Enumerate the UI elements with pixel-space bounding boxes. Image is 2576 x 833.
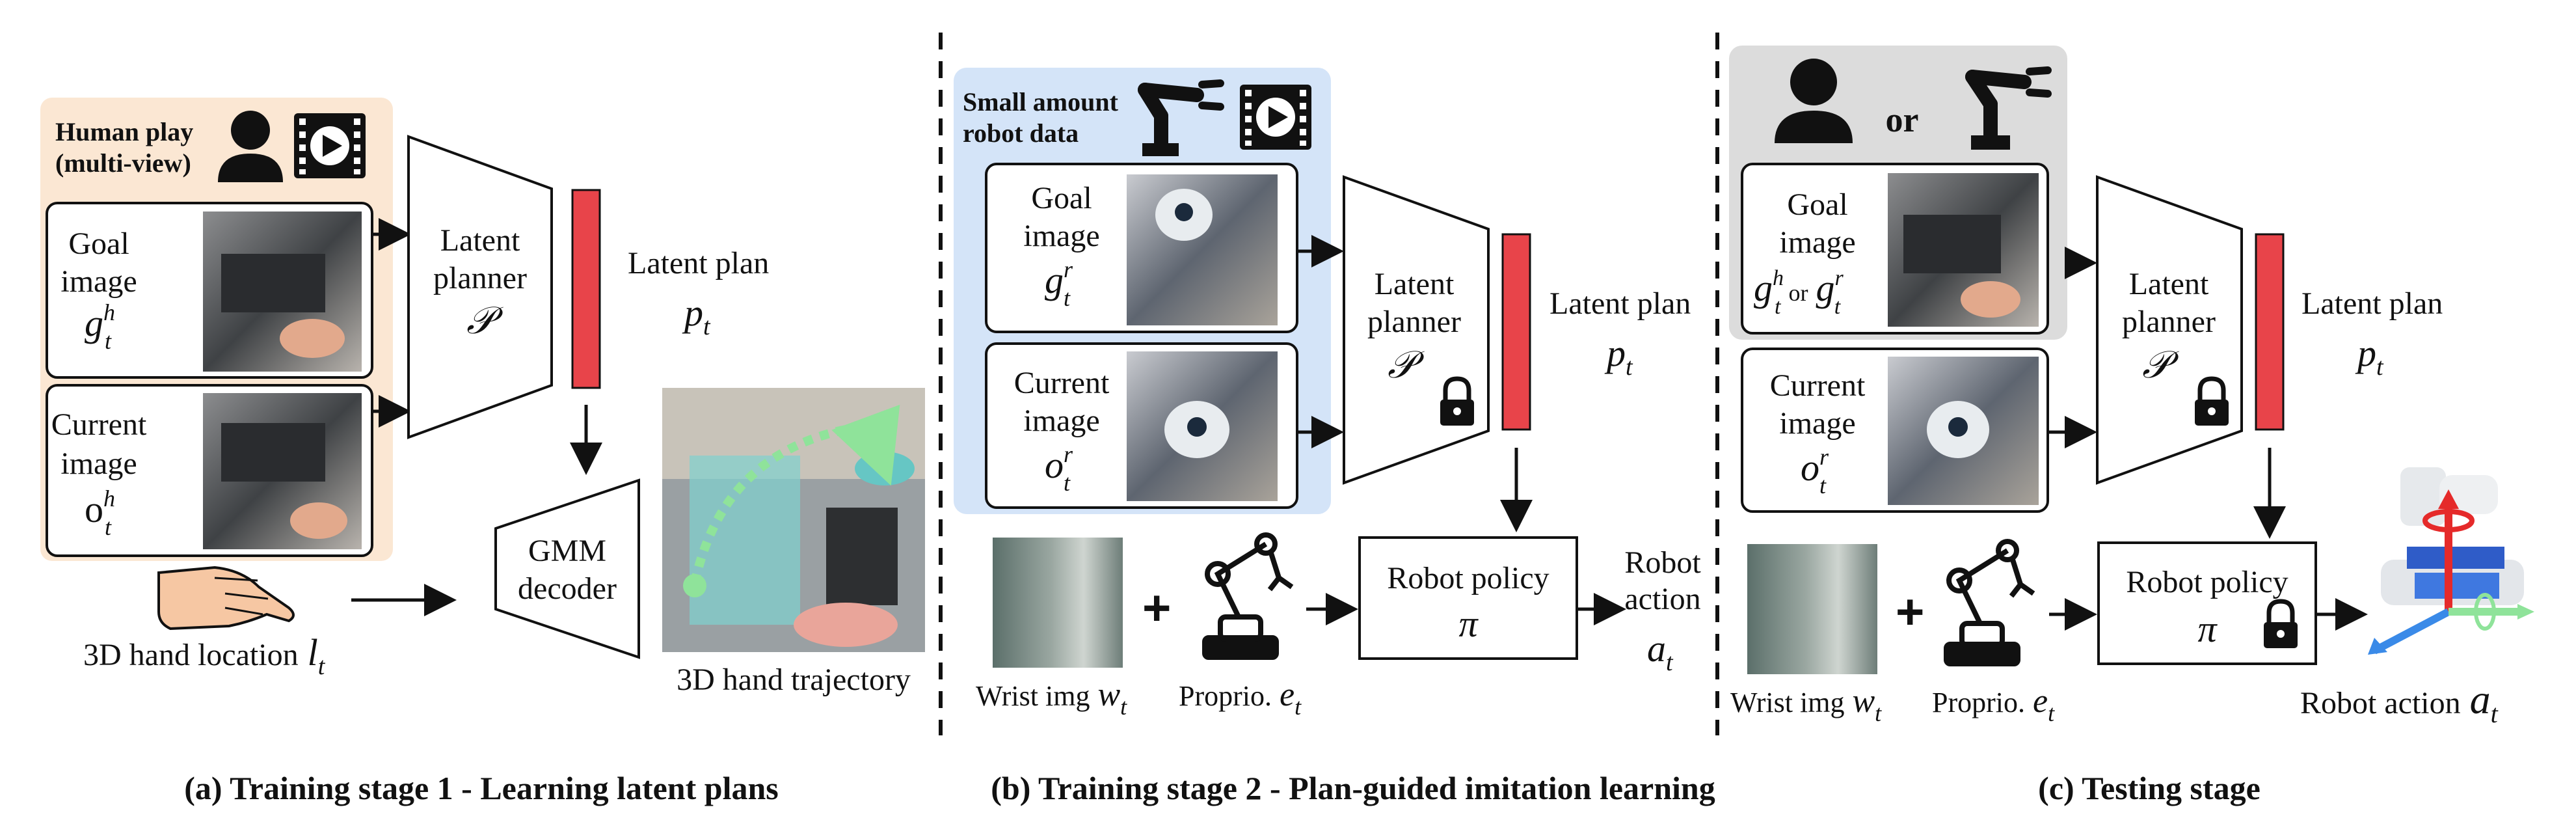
human-play-header-line1: Human play bbox=[55, 117, 193, 146]
human-play-header-line2: (multi-view) bbox=[55, 148, 191, 178]
lock-icon bbox=[1440, 376, 1474, 426]
plus-sign: + bbox=[1896, 584, 1924, 640]
gmm-decoder-shape bbox=[494, 478, 640, 659]
latent-plan-symbol: pt bbox=[682, 292, 711, 340]
wrist-image-thumb bbox=[993, 538, 1123, 668]
lock-icon bbox=[2195, 376, 2229, 426]
planner-label-line2: planner bbox=[2122, 305, 2216, 339]
hand-trajectory-image bbox=[662, 388, 925, 652]
policy-label: Robot policy bbox=[1387, 561, 1549, 595]
person-icon bbox=[218, 111, 283, 182]
latent-plan-symbol: pt bbox=[2355, 332, 2384, 381]
planner-label-line2: planner bbox=[433, 261, 527, 295]
current-label-line1: Current bbox=[51, 407, 147, 442]
latent-planner-shape bbox=[407, 135, 553, 439]
robot-arm-icon bbox=[1202, 532, 1294, 660]
video-icon bbox=[1240, 85, 1311, 150]
or-label: or bbox=[1886, 100, 1919, 139]
robot-arm-icon bbox=[1944, 539, 2035, 666]
goal-label-line1: Goal bbox=[68, 226, 129, 261]
video-icon bbox=[294, 113, 366, 178]
robot-data-header-line1: Small amount bbox=[963, 87, 1119, 116]
proprio-label: Proprio.et bbox=[1932, 683, 2055, 726]
action-symbol: at bbox=[1647, 627, 1674, 676]
action-label-line2: action bbox=[1624, 582, 1700, 616]
goal-label-line1: Goal bbox=[1787, 187, 1847, 222]
caption-c: (c) Testing stage bbox=[2038, 770, 2261, 806]
latent-plan-bar bbox=[2255, 233, 2285, 431]
planner-label-line1: Latent bbox=[440, 223, 520, 258]
lock-icon bbox=[2264, 599, 2298, 648]
decoder-label-line2: decoder bbox=[518, 571, 617, 606]
current-label-line1: Current bbox=[1014, 366, 1110, 400]
robot-arm-icon bbox=[1965, 66, 2052, 150]
goal-label-line2: image bbox=[60, 264, 137, 299]
robot-arm-icon bbox=[1138, 79, 1224, 156]
caption-b: (b) Training stage 2 - Plan-guided imita… bbox=[991, 770, 1715, 806]
latent-plan-bar bbox=[1501, 233, 1531, 431]
trajectory-label: 3D hand trajectory bbox=[677, 662, 911, 697]
wrist-image-thumb bbox=[1747, 544, 1877, 674]
decoder-label-line1: GMM bbox=[528, 534, 606, 568]
current-label-line1: Current bbox=[1770, 368, 1866, 403]
policy-label: Robot policy bbox=[2126, 565, 2288, 599]
robot-action-image bbox=[2368, 467, 2534, 655]
hand-icon bbox=[157, 566, 295, 631]
policy-symbol: π bbox=[2197, 608, 2218, 650]
person-icon bbox=[1775, 59, 1853, 143]
action-label-line1: Robot bbox=[1624, 545, 1701, 580]
goal-label-line1: Goal bbox=[1031, 181, 1092, 215]
planner-label-line1: Latent bbox=[1375, 267, 1455, 301]
goal-label-line2: image bbox=[1779, 225, 1855, 260]
caption-a: (a) Training stage 1 - Learning latent p… bbox=[184, 770, 778, 806]
latent-plan-bar bbox=[571, 189, 601, 389]
latent-plan-label: Latent plan bbox=[2301, 286, 2443, 321]
robot-data-header-line2: robot data bbox=[963, 118, 1079, 148]
plus-sign: + bbox=[1142, 580, 1171, 636]
current-label-line2: image bbox=[60, 446, 137, 481]
planner-label-line1: Latent bbox=[2129, 267, 2209, 301]
latent-plan-label: Latent plan bbox=[1550, 286, 1691, 321]
latent-plan-label: Latent plan bbox=[628, 246, 769, 280]
policy-symbol: π bbox=[1458, 603, 1479, 645]
current-label-line2: image bbox=[1023, 403, 1099, 438]
latent-plan-symbol: pt bbox=[1604, 332, 1633, 381]
robot-policy-box bbox=[1358, 536, 1578, 660]
proprio-label: Proprio.et bbox=[1179, 676, 1302, 720]
current-label-line2: image bbox=[1779, 406, 1855, 441]
goal-label-line2: image bbox=[1023, 219, 1099, 253]
planner-label-line2: planner bbox=[1367, 305, 1461, 339]
